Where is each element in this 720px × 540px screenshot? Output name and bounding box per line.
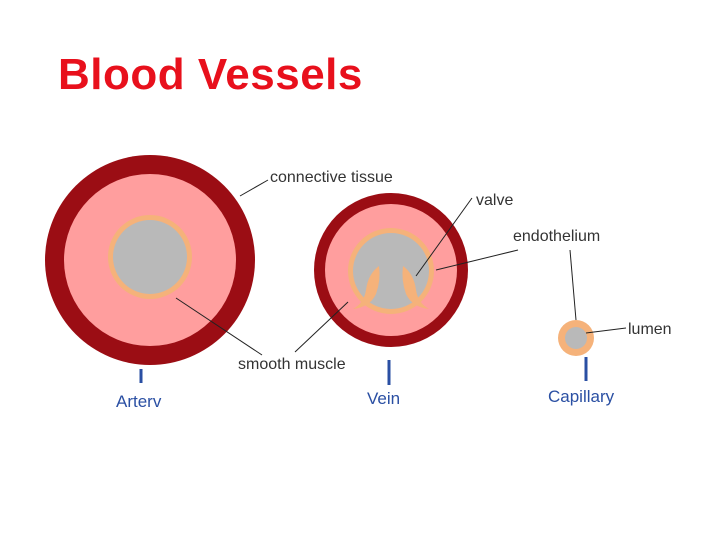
label-endothelium: endothelium bbox=[513, 228, 600, 245]
label-connective-tissue: connective tissue bbox=[270, 169, 393, 186]
leader-line-endothelium-capillary bbox=[569, 249, 577, 321]
leader-line-valve bbox=[415, 197, 473, 277]
leader-line-endothelium-vein bbox=[435, 249, 519, 271]
leader-line-smooth-muscle-artery bbox=[175, 297, 263, 356]
slide-title: Blood Vessels bbox=[58, 50, 363, 99]
vein-valve-right bbox=[402, 266, 429, 309]
leader-line-smooth-muscle-vein bbox=[294, 301, 349, 353]
leader-lines bbox=[175, 179, 627, 356]
leader-line-connective-tissue bbox=[239, 179, 269, 197]
label-valve: valve bbox=[476, 192, 513, 209]
vein-cross-section bbox=[314, 193, 468, 347]
artery-cross-section bbox=[45, 155, 255, 365]
vessel-name-vein: Vein bbox=[367, 389, 400, 408]
leader-line-lumen bbox=[585, 327, 627, 334]
artery-lumen bbox=[113, 220, 187, 294]
capillary-cross-section bbox=[558, 320, 594, 356]
label-lumen: lumen bbox=[628, 321, 672, 338]
vessel-name-artery: Arterv bbox=[116, 392, 162, 411]
capillary-lumen bbox=[565, 327, 587, 349]
vein-valve-left bbox=[353, 266, 380, 309]
vessel-markers bbox=[139, 357, 588, 385]
vessel-name-capillary: Capillary bbox=[548, 387, 615, 406]
label-smooth-muscle: smooth muscle bbox=[238, 356, 346, 373]
